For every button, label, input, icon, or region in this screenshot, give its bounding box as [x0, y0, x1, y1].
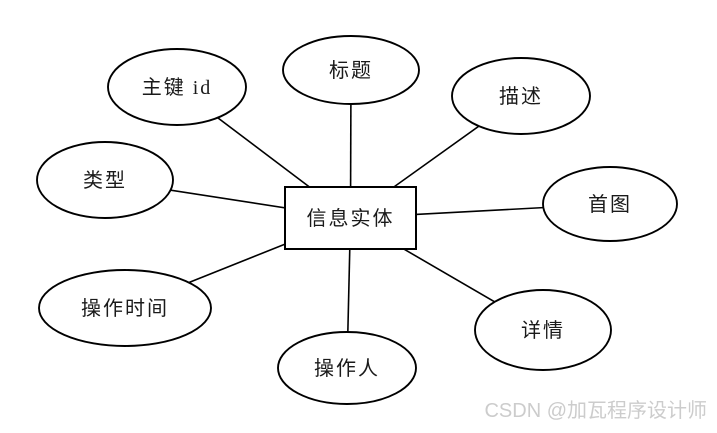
entity-rect: [284, 186, 417, 250]
attribute-ellipse-operation-time: [38, 269, 212, 347]
attribute-node-description: 描述: [451, 57, 591, 135]
attribute-label-operation-time: 操作时间: [81, 297, 169, 320]
attribute-label-cover-image: 首图: [588, 193, 632, 216]
attribute-ellipse-description: [451, 57, 591, 135]
attribute-label-description: 描述: [499, 85, 543, 108]
attribute-ellipse-primary-key: [107, 48, 247, 126]
attribute-label-type: 类型: [83, 169, 127, 192]
attribute-node-operation-time: 操作时间: [38, 269, 212, 347]
attribute-ellipse-operator: [277, 331, 417, 405]
attribute-node-operator: 操作人: [277, 331, 417, 405]
attribute-node-detail: 详情: [474, 289, 612, 371]
attribute-ellipse-detail: [474, 289, 612, 371]
entity-label: 信息实体: [307, 207, 395, 230]
attribute-ellipse-title: [282, 35, 420, 105]
watermark-text: CSDN @加瓦程序设计师: [484, 399, 707, 422]
attribute-ellipse-type: [36, 141, 174, 219]
entity-node: 信息实体: [284, 186, 417, 250]
attribute-label-primary-key: 主键 id: [142, 76, 213, 99]
attribute-label-detail: 详情: [521, 319, 565, 342]
attribute-node-cover-image: 首图: [542, 166, 678, 242]
attribute-node-title: 标题: [282, 35, 420, 105]
attribute-node-primary-key: 主键 id: [107, 48, 247, 126]
attribute-label-title: 标题: [329, 59, 373, 82]
attribute-node-type: 类型: [36, 141, 174, 219]
attribute-ellipse-cover-image: [542, 166, 678, 242]
attribute-label-operator: 操作人: [314, 357, 380, 380]
